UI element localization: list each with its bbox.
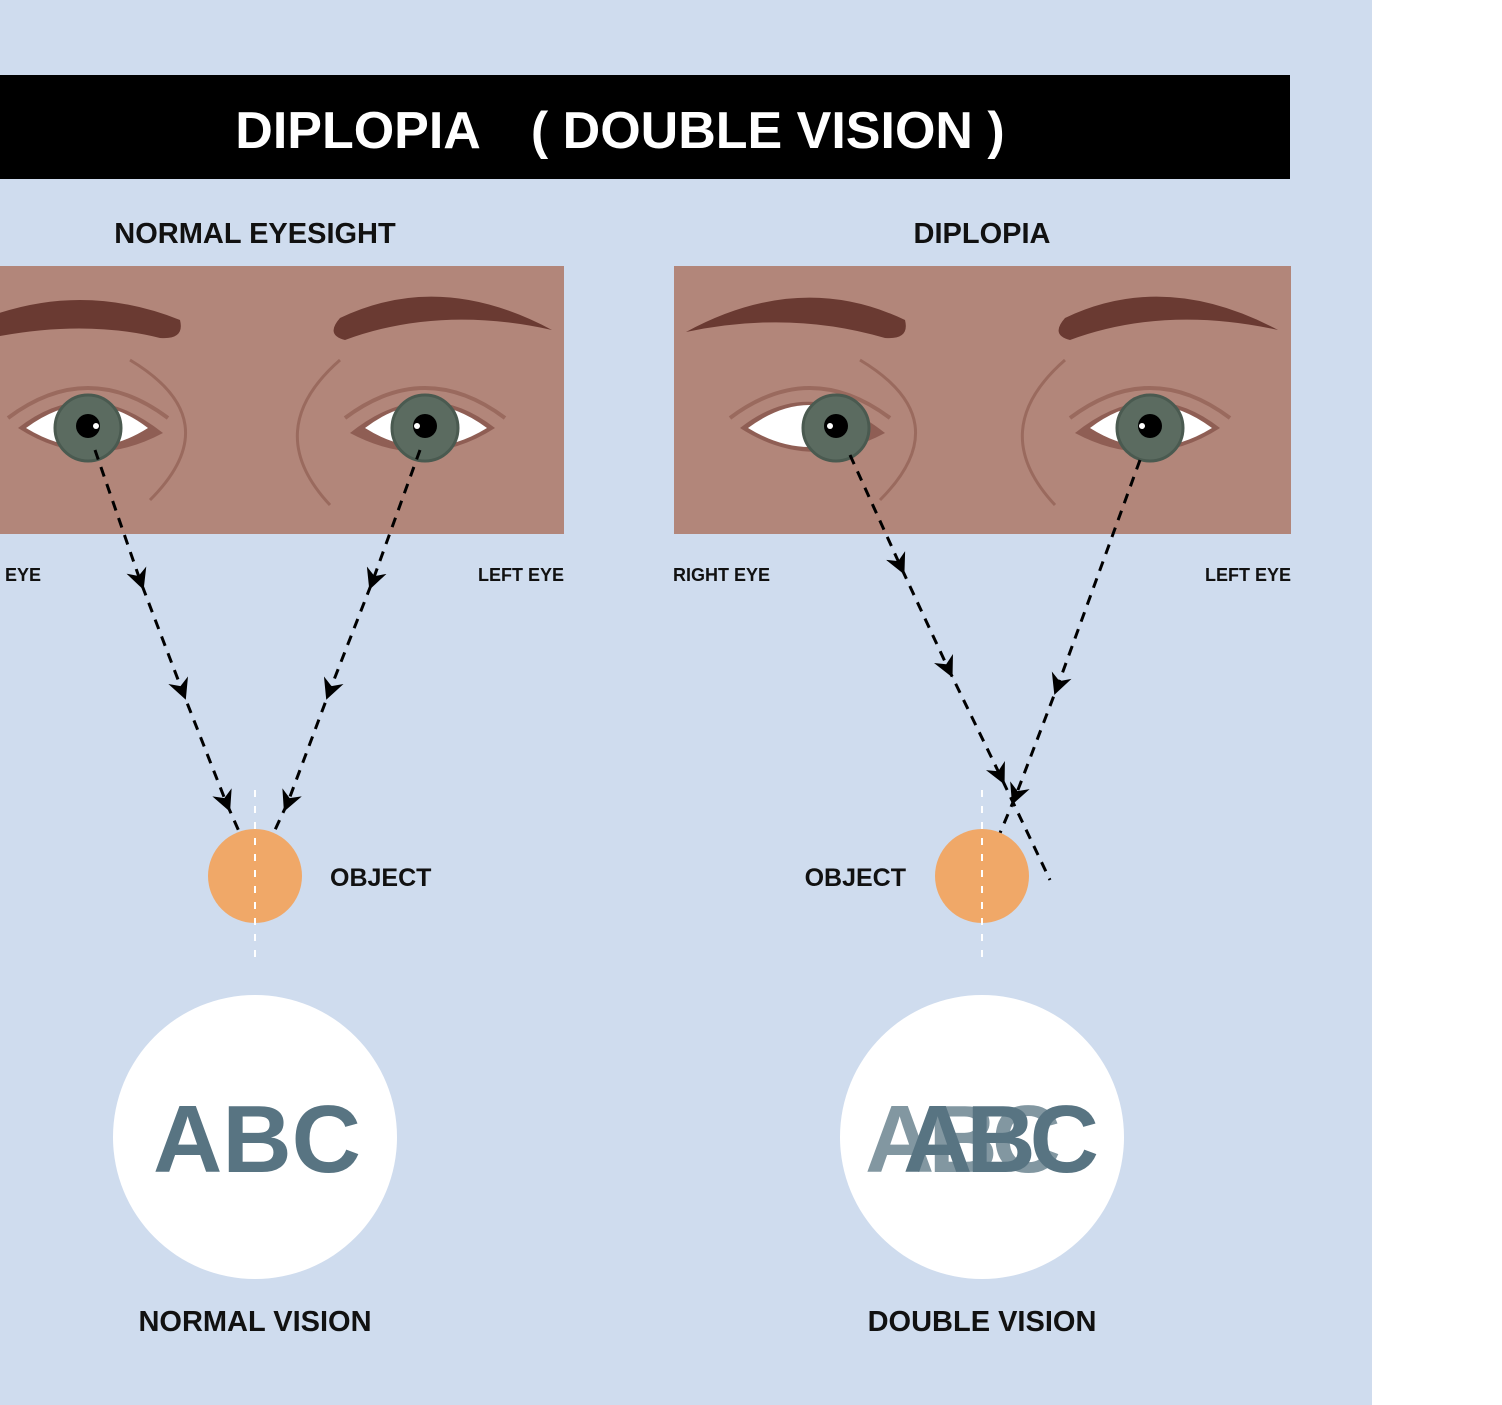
sight-line-left [993,459,1142,846]
double-vision-circle [840,995,1124,1279]
left-eye [1068,386,1232,463]
normal-eyes-panel [0,266,564,534]
normal-vision-text: ABC [153,1086,361,1193]
diplopia-left-eye-label: LEFT EYE [1205,565,1291,585]
eyebrow [1058,296,1278,340]
diplopia-object-label: OBJECT [805,864,906,892]
eyebrow [0,300,181,339]
double-vision-caption: DOUBLE VISION [868,1306,1097,1338]
right-eye [6,386,170,463]
normal-vision-circle [113,995,397,1279]
diplopia-heading: DIPLOPIA [914,218,1051,250]
title-bar [0,75,1290,179]
normal-heading: NORMAL EYESIGHT [114,218,396,250]
page-title: DIPLOPIA ( DOUBLE VISION ) [235,102,1004,160]
left-eye [343,386,507,463]
sight-line-left [266,449,422,846]
normal-right-eye-label: RIGHT EYE [0,565,41,585]
double-vision-ghost-text: ABC [865,1086,1059,1193]
diplopia-right-eye-label: RIGHT EYE [673,565,770,585]
normal-left-eye-label: LEFT EYE [478,565,564,585]
sight-line-right-deviated [848,454,1052,881]
sight-line-right [93,449,247,846]
normal-vision-caption: NORMAL VISION [138,1306,371,1338]
normal-object-label: OBJECT [330,864,431,892]
double-vision-text: ABC [903,1086,1097,1193]
diplopia-eyes-panel [674,266,1291,534]
eyebrow [686,297,906,339]
eyebrow [333,296,552,340]
right-eye-deviated [728,386,892,463]
